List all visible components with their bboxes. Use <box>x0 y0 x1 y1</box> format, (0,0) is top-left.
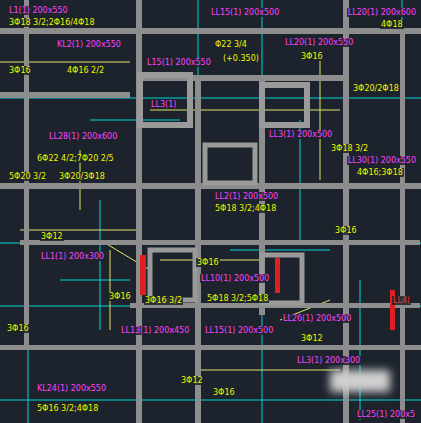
rebar-note: 3Φ18 3/2;2Φ16/4Φ18 <box>8 18 96 27</box>
beam-name: LL13(1) 200x450 <box>120 326 190 335</box>
beam-name: L15(1) 200x550 <box>146 58 212 67</box>
rebar-note: 3Φ16 3/2 <box>144 296 183 305</box>
rebar-note: 3Φ12 <box>300 334 324 343</box>
beam-name: LL2(1) 200x500 <box>214 192 279 201</box>
beam-lines <box>0 60 340 370</box>
rebar-note: 3Φ16 <box>108 292 132 301</box>
beam-name: L1(1) 200x550 <box>8 6 69 15</box>
rebar-note: 3Φ16 <box>334 226 358 235</box>
rebar-note: 4Φ16;3Φ18 <box>356 168 404 177</box>
beam-name: LL4( <box>392 296 411 305</box>
rebar-note: 5Φ20 3/2 <box>8 172 47 181</box>
rebar-note: Φ22 3/4 <box>214 40 248 49</box>
blur-mark <box>330 370 390 392</box>
beam-name: LL30(1) 200x550 <box>347 156 417 165</box>
beam-name: LL1(1) 200x300 <box>40 252 105 261</box>
beam-name: LL26(1) 200x500 <box>282 314 352 323</box>
rebar-note: 5Φ18 3/2;4Φ18 <box>214 204 277 213</box>
beam-name: LL25(1) 200x5 <box>356 410 416 419</box>
beam-name: LL3(1) 200x500 <box>268 130 333 139</box>
beam-name: LL15(1) 200x500 <box>204 326 274 335</box>
rebar-note: 3Φ12 <box>180 376 204 385</box>
beam-name: LL3(1) <box>150 100 177 109</box>
rebar-note: (+0.350) <box>222 54 260 63</box>
rebar-note: 3Φ16 <box>8 66 32 75</box>
beam-name: LL15(1) 200x500 <box>210 8 280 17</box>
beam-name: LL20(1) 200x600 <box>347 8 417 17</box>
rebar-note: 3Φ20/2Φ18 <box>352 84 400 93</box>
rebar-note: 5Φ16 3/2;4Φ18 <box>36 404 99 413</box>
rebar-note: 3Φ16 <box>212 388 236 397</box>
beam-name: LL10(1) 200x500 <box>200 274 270 283</box>
beam-name: LL20(1) 200x550 <box>284 38 354 47</box>
beam-name: KL2(1) 200x550 <box>56 40 122 49</box>
red-beams <box>140 255 395 330</box>
beam-name: KL24(1) 200x550 <box>36 384 107 393</box>
rebar-note: 4Φ18 <box>380 20 404 29</box>
rebar-note: 3Φ16 <box>300 52 324 61</box>
rebar-note: 3Φ16 <box>196 258 220 267</box>
beam-name: LL3(1) 200x300 <box>296 356 361 365</box>
rebar-note: 5Φ18 3/2;5Φ18 <box>206 294 269 303</box>
beam-name: LL28(1) 200x600 <box>48 132 118 141</box>
rebar-note: 3Φ20/3Φ18 <box>58 172 106 181</box>
rebar-note: 3Φ12 <box>40 232 64 241</box>
rebar-note: 4Φ16 2/2 <box>66 66 105 75</box>
rebar-note: 6Φ22 4/2;7Φ20 2/5 <box>36 154 115 163</box>
rebar-note: 3Φ16 <box>6 324 30 333</box>
rebar-note: 3Φ18 3/2 <box>330 144 369 153</box>
